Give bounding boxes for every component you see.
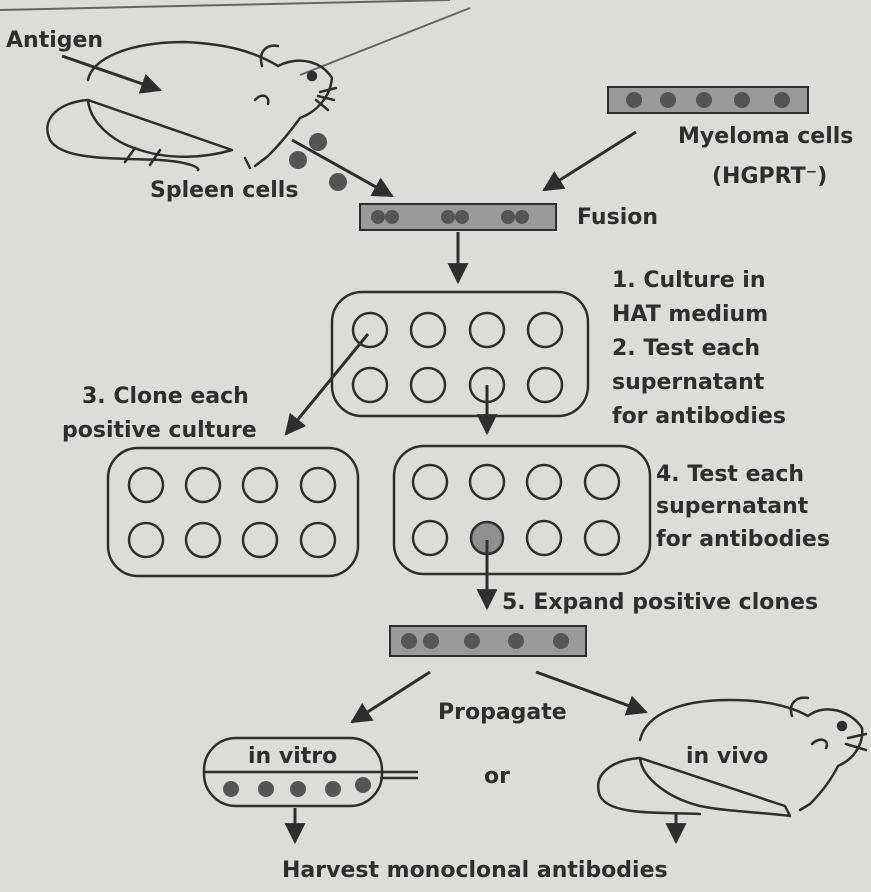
in-vitro-cells <box>223 777 371 797</box>
donor-mouse-icon <box>47 42 336 170</box>
culture-wells <box>353 313 562 402</box>
step2-line3-label: for antibodies <box>612 404 786 429</box>
myeloma-cells-label: Myeloma cells <box>678 124 853 149</box>
scan-edge-line-2 <box>300 8 470 75</box>
harvest-label: Harvest monoclonal antibodies <box>282 858 668 883</box>
step5-label: 5. Expand positive clones <box>502 590 818 615</box>
step4-line2-label: supernatant <box>656 494 808 519</box>
spleen-cells-label: Spleen cells <box>150 178 298 203</box>
myeloma-to-fusion-arrow <box>544 132 636 190</box>
in-vitro-label: in vitro <box>248 744 337 769</box>
hgprt-label: (HGPRT⁻) <box>712 164 827 189</box>
step4-line3-label: for antibodies <box>656 527 830 552</box>
step4-line1-label: 4. Test each <box>656 462 804 487</box>
fused-cells <box>371 210 529 224</box>
step2-line1-label: 2. Test each <box>612 336 760 361</box>
fusion-label: Fusion <box>577 205 658 230</box>
or-label: or <box>484 764 510 789</box>
test-wells <box>413 465 619 555</box>
antigen-arrow <box>62 56 160 90</box>
culture-plate <box>332 292 588 416</box>
step2-line2-label: supernatant <box>612 370 764 395</box>
step3-line2-label: positive culture <box>62 418 257 443</box>
step1-line2-label: HAT medium <box>612 302 768 327</box>
in-vivo-label: in vivo <box>686 744 768 769</box>
step3-line1-label: 3. Clone each <box>82 384 249 409</box>
propagate-left-arrow <box>352 672 430 722</box>
clone-wells <box>129 468 335 557</box>
step1-line1-label: 1. Culture in <box>612 268 765 293</box>
propagate-label: Propagate <box>438 700 567 725</box>
clone-arrow <box>286 334 368 434</box>
scan-edge-line <box>0 0 450 10</box>
antigen-label: Antigen <box>6 28 103 53</box>
